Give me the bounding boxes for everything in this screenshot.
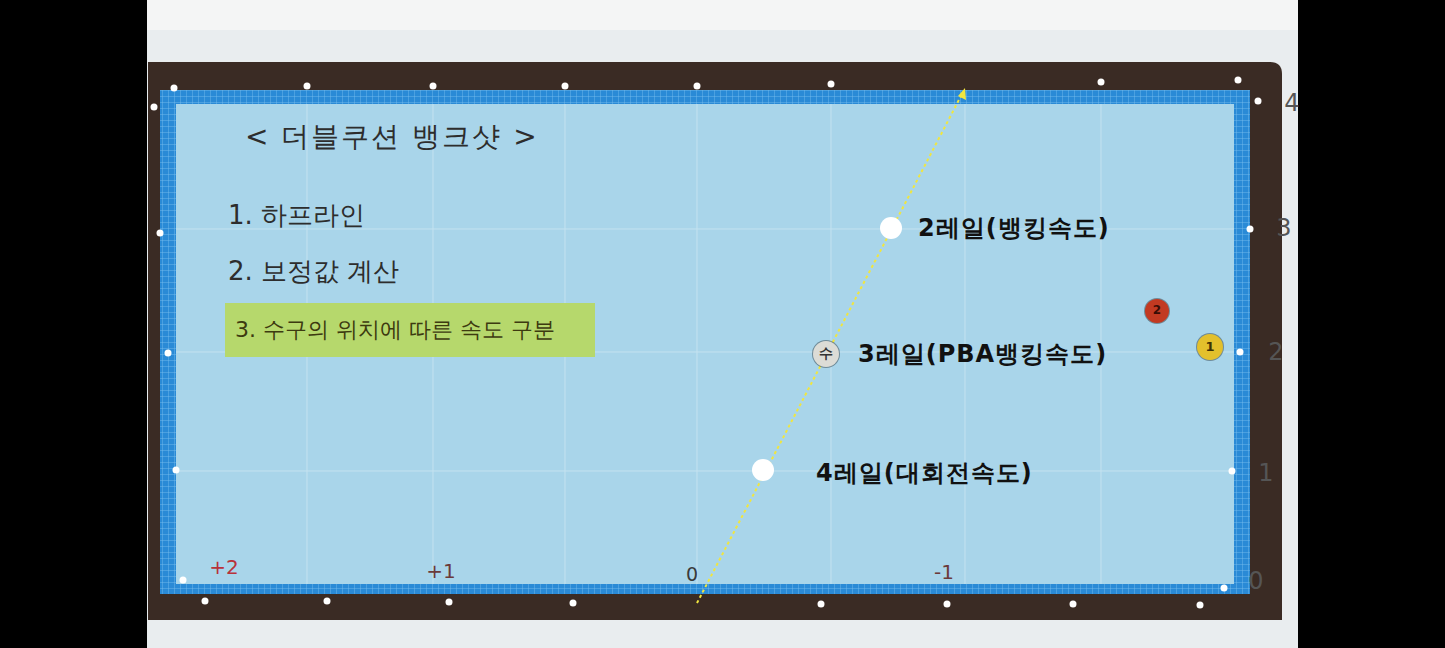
- speed-label: 3레일(PBA뱅킹속도): [858, 340, 1107, 369]
- rail-number: +1: [426, 559, 455, 583]
- diagram-title: < 더블쿠션 뱅크샷 >: [245, 120, 539, 154]
- speed-label: 2레일(뱅킹속도): [918, 214, 1110, 243]
- highlight-text: 3. 수구의 위치에 따른 속도 구분: [235, 318, 555, 342]
- ball-label: 1: [1205, 340, 1214, 354]
- red-ball: 2: [1145, 299, 1169, 323]
- rail-number: 3: [1276, 214, 1291, 243]
- rail-number: 0: [1248, 567, 1263, 596]
- rail-number: 1: [1258, 459, 1273, 488]
- ball-label: 수: [819, 346, 833, 361]
- highlight-box: 3. 수구의 위치에 따른 속도 구분: [225, 303, 595, 357]
- path-arrowhead: [958, 88, 966, 100]
- grid-lines: [176, 104, 1234, 584]
- note-text: 2. 보정값 계산: [228, 256, 399, 287]
- rail-number: 2: [1268, 338, 1283, 367]
- rail-number: 4: [1284, 89, 1299, 118]
- note-text: 1. 하프라인: [228, 200, 365, 231]
- cushion-band: [160, 90, 1250, 594]
- table-frame: [148, 62, 1282, 620]
- position-dot: [880, 217, 902, 239]
- speed-label: 4레일(대회전속도): [816, 459, 1033, 488]
- diamond-markers: [151, 77, 1262, 609]
- rail-number: -1: [934, 560, 954, 584]
- top-strip: [147, 0, 1298, 30]
- screen-ground: [147, 0, 1298, 648]
- ball-label: 2: [1153, 304, 1161, 317]
- cue-ball: 수: [813, 341, 839, 367]
- position-dot: [752, 459, 774, 481]
- yellow-ball: 1: [1197, 334, 1223, 360]
- rail-number: +2: [209, 555, 238, 579]
- rail-number: 0: [686, 563, 698, 586]
- table-felt: [176, 104, 1234, 584]
